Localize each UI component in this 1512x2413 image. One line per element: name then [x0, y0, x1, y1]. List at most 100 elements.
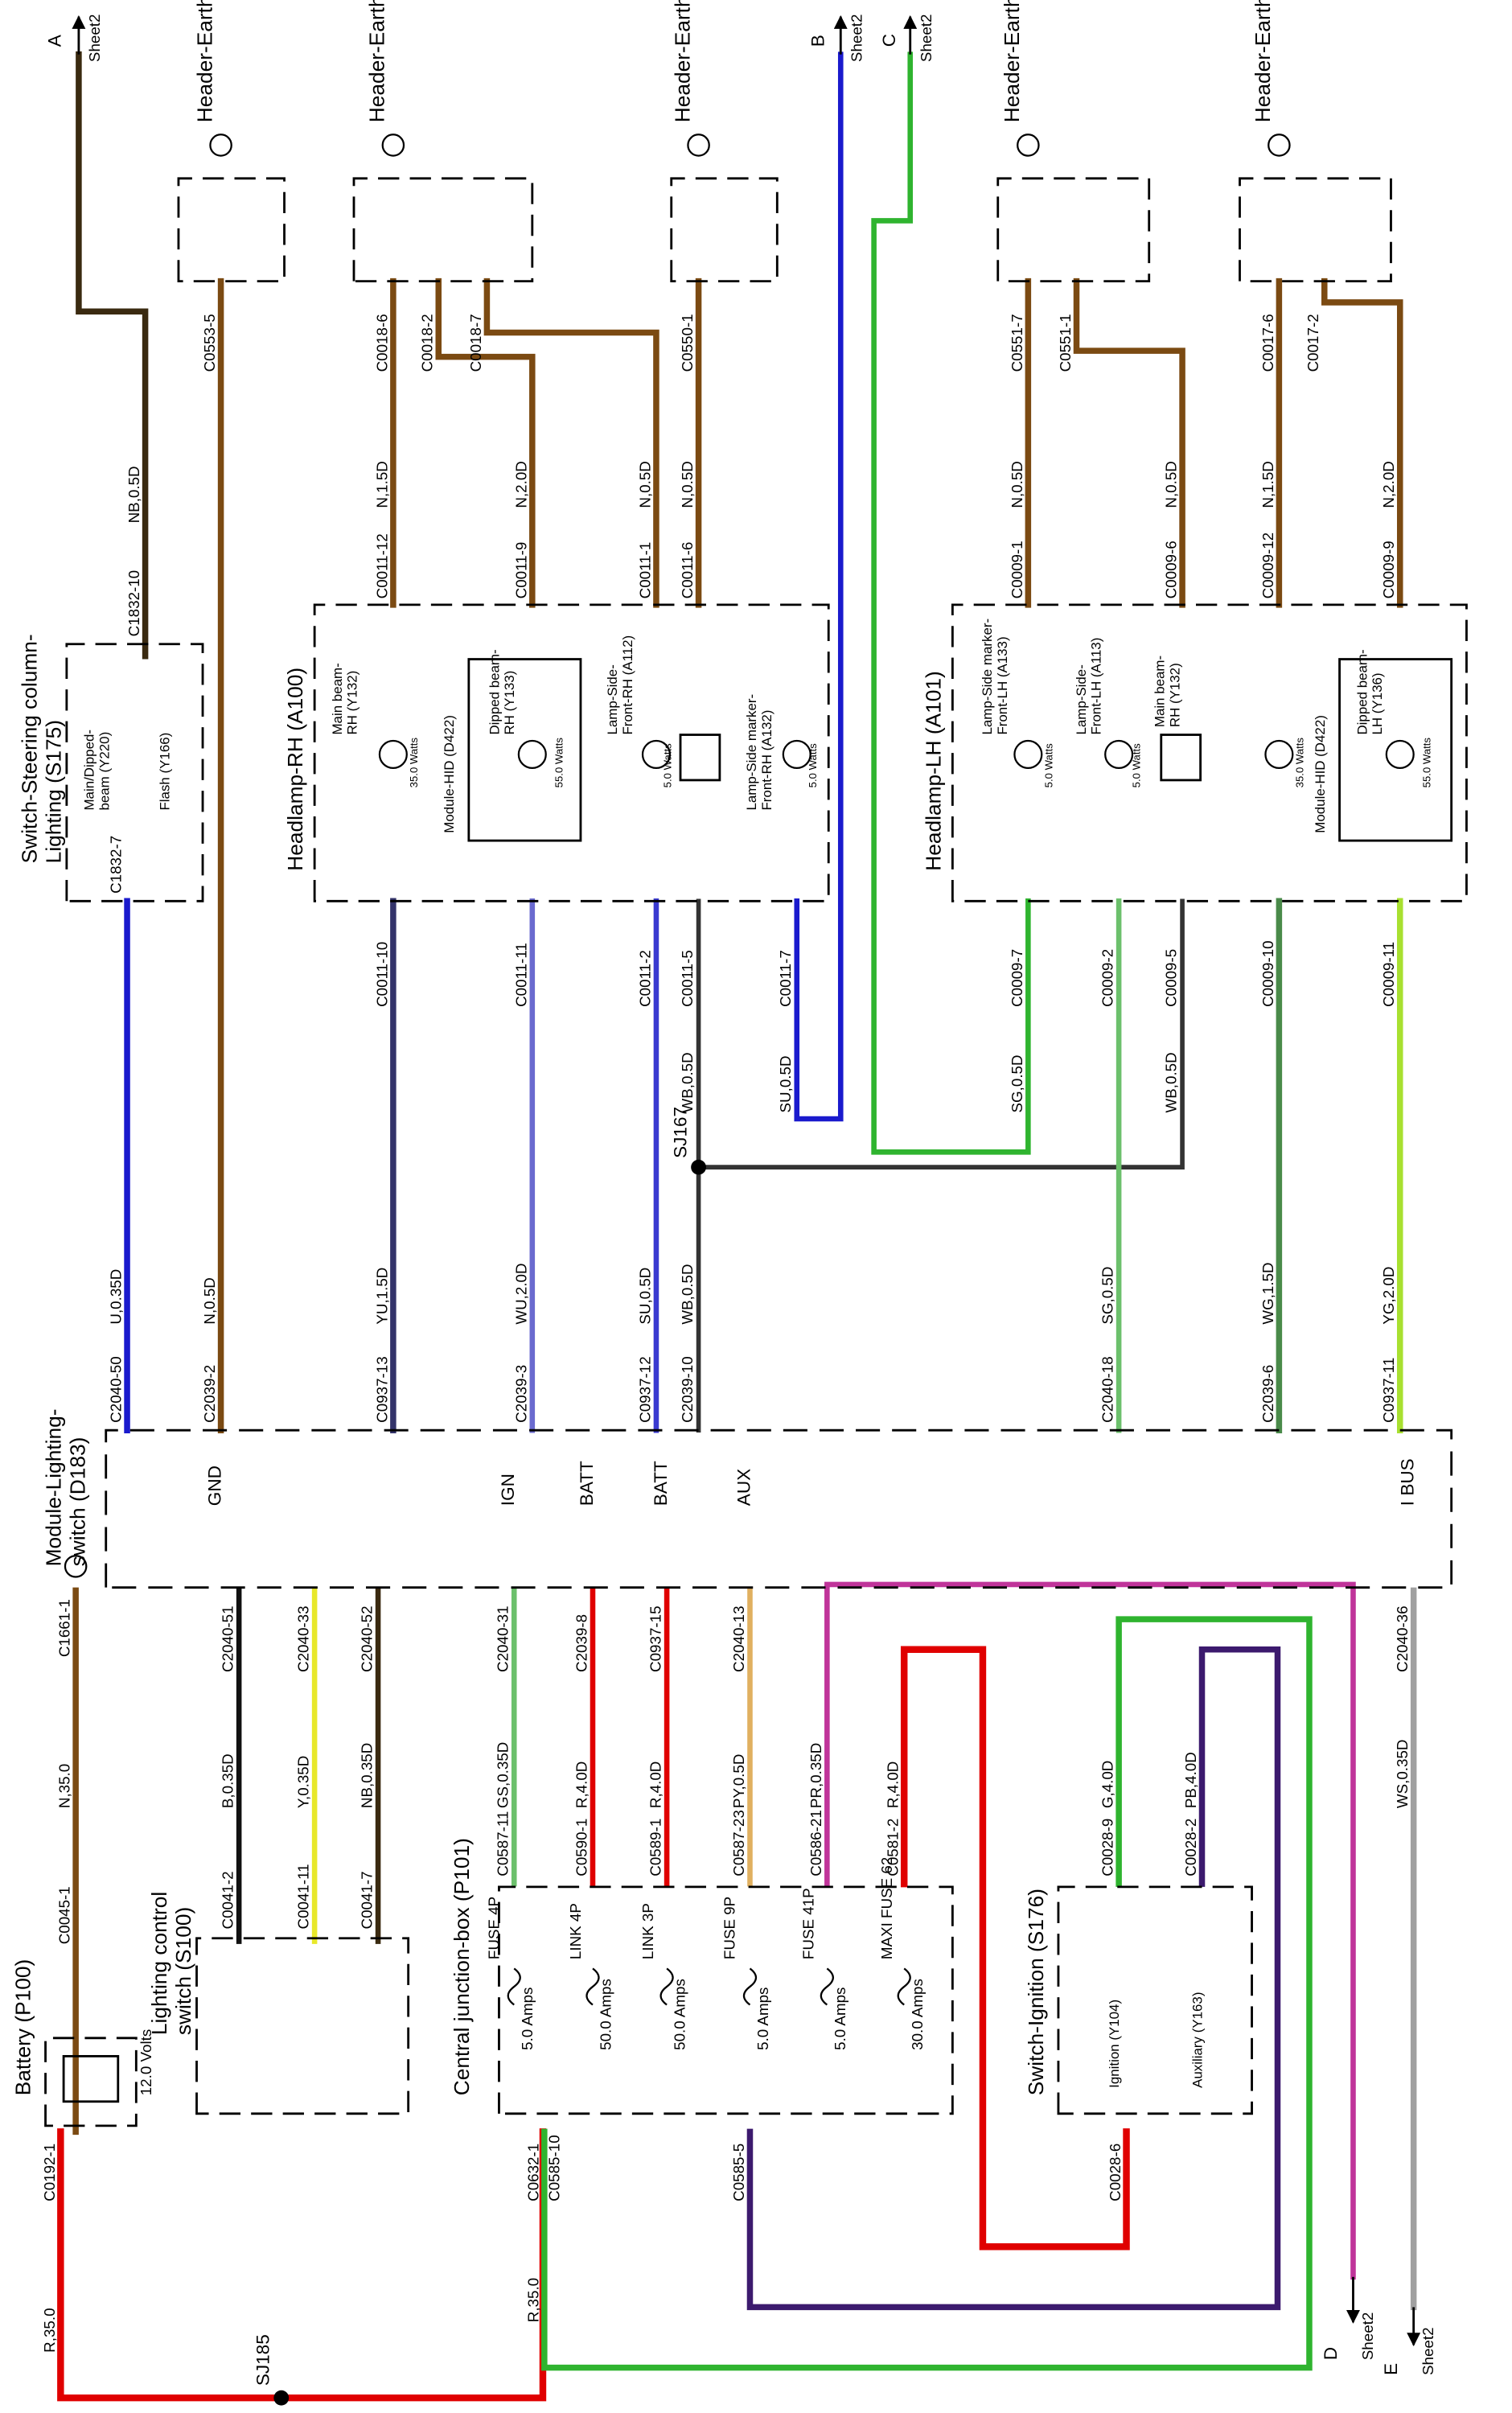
link-3p-name: LINK 3P — [639, 1903, 656, 1959]
lamp-side-marker-rh-2: Front-RH (A132) — [759, 710, 774, 811]
conn-c0009-7: C0009-7 — [1009, 949, 1025, 1007]
lamp-side-lh-1: Lamp-Side- — [1074, 664, 1089, 734]
battery-box — [44, 2037, 138, 2127]
conn-c0937-11: C0937-11 — [1380, 1358, 1397, 1423]
wire-label-su05d-b: SU,0.5D — [777, 1055, 794, 1112]
fuse-4p-name: FUSE 4P — [485, 1897, 502, 1959]
wire-label-nb035d: NB,0.35D — [359, 1743, 376, 1808]
lamp-side-rh-2: Front-RH (A112) — [620, 635, 635, 735]
header-earth-3: Header-Earth (K108) — [670, 0, 694, 122]
lamp-main-beam-rh-2: RH (Y132) — [345, 671, 360, 735]
wire-label-yu15d: YU,1.5D — [373, 1268, 390, 1325]
wire-label-wb05d-c: WB,0.5D — [1163, 1052, 1180, 1112]
hid-module-lh-label: Module-HID (D422) — [1313, 715, 1328, 833]
main-dipped-label-1: Main/Dipped- — [82, 730, 97, 811]
lamp-dipped-lh-watts: 55.0 Watts — [1420, 738, 1432, 788]
header-earth-2: Header-Earth (K108) — [365, 0, 389, 122]
conn-c0018-6: C0018-6 — [373, 314, 390, 372]
maxi-fuse-62-rating: 30.0 Amps — [909, 1979, 926, 2050]
conn-c0585-5: C0585-5 — [730, 2144, 747, 2201]
wire-label-r35-b: R,35.0 — [524, 2278, 541, 2322]
lamp-dipped-lh-1: Dipped beam- — [1354, 649, 1370, 734]
conn-c2039-3: C2039-3 — [512, 1365, 529, 1423]
lamp-main-beam-rh-watts: 35.0 Watts — [408, 738, 420, 788]
earth-rh2-box — [670, 177, 779, 283]
conn-c0028-2: C0028-2 — [1182, 1819, 1199, 1877]
conn-c0011-12: C0011-12 — [373, 533, 390, 598]
wire-label-n15d-a: N,1.5D — [373, 461, 390, 508]
wire-r35-battery — [57, 2128, 547, 2402]
conn-c0041-2: C0041-2 — [220, 1871, 236, 1929]
lamp-dipped-beam-rh-icon — [517, 739, 547, 770]
wire-label-n05d-e: N,0.5D — [1163, 461, 1180, 508]
module-pin-batt-2: BATT — [651, 1461, 671, 1506]
wire-label-u035d: U,0.35D — [108, 1269, 125, 1325]
wire-label-r40d-1: R,4.0D — [573, 1761, 590, 1808]
wire-n05d-lh-2 — [1073, 277, 1185, 608]
wire-label-wu20d: WU,2.0D — [512, 1263, 529, 1324]
wire-pr035d — [824, 1581, 1356, 2280]
conn-c0028-6: C0028-6 — [1107, 2144, 1124, 2201]
conn-c2040-36: C2040-36 — [1394, 1605, 1411, 1671]
sheet-ref-c-sheet: Sheet2 — [918, 14, 935, 63]
conn-c0937-15: C0937-15 — [647, 1605, 664, 1671]
link-4p-icon — [585, 1967, 600, 2006]
hid-module-lh — [1338, 658, 1453, 842]
wire-label-sg05d-b: SG,0.5D — [1009, 1054, 1025, 1112]
lamp-side-marker-lh-watts: 5.0 Watts — [1042, 743, 1054, 787]
main-dipped-label-2: beam (Y220) — [97, 732, 112, 811]
fuse-9p-icon — [742, 1967, 758, 2006]
wire-label-n15d-b: N,1.5D — [1259, 461, 1276, 508]
lamp-main-beam-lh-icon — [1264, 739, 1294, 770]
conn-c2040-18: C2040-18 — [1099, 1356, 1116, 1423]
wire-label-ws035d: WS,0.35D — [1394, 1740, 1411, 1809]
conn-c0009-10: C0009-10 — [1259, 940, 1276, 1007]
wire-nb05d — [76, 51, 149, 660]
wire-label-n05d-b: N,0.5D — [636, 461, 653, 508]
wire-label-n20d-b: N,2.0D — [1380, 461, 1397, 508]
headlamp-lh-title: Headlamp-LH (A101) — [921, 671, 945, 870]
conn-c0192-1: C0192-1 — [41, 2144, 58, 2201]
splice-sj167: SJ167 — [671, 1107, 691, 1158]
conn-c0009-2: C0009-2 — [1099, 949, 1116, 1007]
wire-label-n35: N,35.0 — [56, 1764, 73, 1808]
sheet-ref-e-sheet: Sheet2 — [1420, 2327, 1436, 2375]
conn-c1832-10: C1832-10 — [125, 570, 142, 637]
headlamp-rh-title: Headlamp-RH (A100) — [283, 668, 307, 871]
wire-label-pr035d: PR,0.35D — [807, 1743, 824, 1808]
wire-label-pb40d: PB,4.0D — [1182, 1752, 1199, 1808]
conn-c0587-23: C0587-23 — [730, 1810, 747, 1877]
conn-c0581-2: C0581-2 — [885, 1819, 902, 1877]
header-earth-4: Header-Earth (K108) — [1000, 0, 1024, 122]
splice-sj185-dot — [273, 2390, 290, 2406]
central-junction-box-title: Central junction-box (P101) — [450, 1838, 474, 2095]
link-3p-rating: 50.0 Amps — [672, 1979, 688, 2050]
link-4p-name: LINK 4P — [567, 1903, 584, 1959]
sheet-ref-a: A — [44, 35, 64, 47]
lamp-side-marker-lh-1: Lamp-Side marker- — [980, 619, 995, 735]
conn-c0011-6: C0011-6 — [679, 542, 696, 599]
steering-switch-box — [65, 643, 204, 902]
central-junction-box-box — [498, 1885, 954, 2115]
conn-c0551-7: C0551-7 — [1009, 314, 1025, 372]
conn-c2039-8: C2039-8 — [573, 1614, 590, 1672]
module-title-2: switch (D183) — [65, 1437, 89, 1567]
ignition-switch-box — [1057, 1885, 1253, 2115]
battery-title: Battery (P100) — [11, 1959, 35, 2096]
wire-r40d-3 — [900, 1646, 1130, 2251]
conn-c0590-1: C0590-1 — [573, 1819, 590, 1877]
link-3p-icon — [659, 1967, 674, 2006]
sheet-ref-c: C — [879, 34, 899, 47]
wire-n05d-rh-1 — [483, 277, 659, 608]
fuse-41p-icon — [820, 1967, 834, 2006]
conn-c0586-21: C0586-21 — [807, 1810, 824, 1877]
headlamp-rh-box — [313, 603, 830, 902]
conn-c0018-2: C0018-2 — [419, 314, 436, 372]
conn-c0011-1: C0011-1 — [636, 542, 653, 599]
lamp-main-beam-rh-1: Main beam- — [330, 663, 345, 734]
wire-label-n05d-c: N,0.5D — [679, 461, 696, 508]
conn-c0587-11: C0587-11 — [495, 1811, 512, 1877]
sheet-ref-e: E — [1381, 2363, 1401, 2375]
conn-c2040-13: C2040-13 — [730, 1605, 747, 1671]
